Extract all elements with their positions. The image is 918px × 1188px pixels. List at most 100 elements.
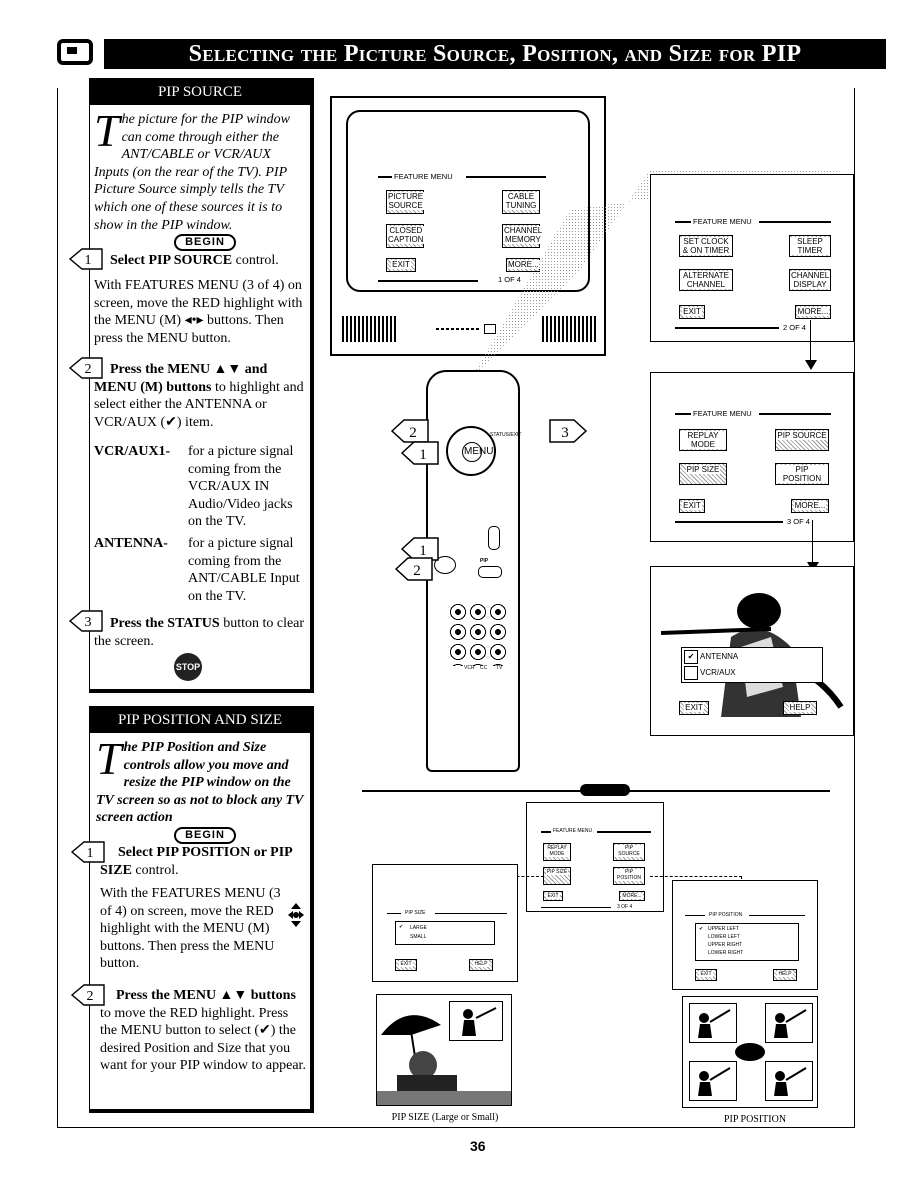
menu1-closed-caption[interactable]: CLOSED CAPTION xyxy=(386,224,425,248)
position-exit[interactable]: EXIT xyxy=(695,969,717,981)
menu3s-exit[interactable]: EXIT xyxy=(543,891,563,901)
checkbox-icon[interactable] xyxy=(684,666,698,680)
menu-label: PIP POSITION xyxy=(614,869,644,881)
menu1-channel-memory[interactable]: CHANNEL MEMORY xyxy=(502,224,543,248)
menu3s-replay[interactable]: REPLAY MODE xyxy=(543,843,571,861)
step-2-body: to highlight and select either the ANTEN… xyxy=(94,379,304,430)
menu-label: EXIT xyxy=(682,307,702,316)
pip-position-options: ✔ UPPER LEFT LOWER LEFT UPPER RIGHT LOWE… xyxy=(695,923,799,961)
menu-rule xyxy=(675,413,691,415)
menu-rule xyxy=(675,327,779,329)
tv-icon xyxy=(57,39,93,65)
pip-position-intro: T he PIP Position and Size controls allo… xyxy=(96,736,306,827)
menu3-pip-size[interactable]: PIP SIZE xyxy=(679,463,727,485)
batter-icon xyxy=(774,1067,807,1096)
menu1-cable-tuning[interactable]: CABLE TUNING xyxy=(502,190,540,214)
pip-window-upper-right xyxy=(765,1003,813,1043)
intro-text: he picture for the PIP window can come t… xyxy=(94,112,290,233)
menu-label: PICTURE SOURCE xyxy=(387,192,425,210)
beam-decoration xyxy=(470,170,850,380)
menu3s-pip-size[interactable]: PIP SIZE xyxy=(543,867,571,885)
menu3-pip-source[interactable]: PIP SOURCE xyxy=(775,429,829,451)
menu2-exit[interactable]: EXIT xyxy=(679,305,705,319)
menu-label: MORE... xyxy=(507,260,540,269)
step-number: 3 xyxy=(85,615,92,630)
menu3s-pip-position[interactable]: PIP POSITION xyxy=(613,867,645,885)
vcr-term: VCR/AUX1- xyxy=(94,444,171,459)
size-help[interactable]: HELP xyxy=(469,959,493,971)
menu3s-pip-source[interactable]: PIP SOURCE xyxy=(613,843,645,861)
menu-label: EXIT xyxy=(684,703,704,712)
menu-label: EXIT xyxy=(699,971,713,977)
step-2-text: Press the MENU ▲▼ and MENU (M) buttons t… xyxy=(94,361,308,431)
menu3-pip-position[interactable]: PIP POSITION xyxy=(775,463,829,485)
remote-round-button[interactable] xyxy=(434,556,456,574)
step-2-text: Press the MENU ▲▼ buttons to move the RE… xyxy=(100,987,306,1075)
remote-keypad[interactable] xyxy=(448,602,508,666)
menu-label: REPLAY MODE xyxy=(680,431,726,449)
menu-rule xyxy=(387,913,401,914)
menu3s-more[interactable]: MORE... xyxy=(619,891,645,901)
source-exit[interactable]: EXIT xyxy=(679,701,709,715)
position-help[interactable]: HELP xyxy=(773,969,797,981)
remote-cc-label: CC xyxy=(480,665,488,671)
check-icon: ✔ xyxy=(399,924,404,930)
menu3-more[interactable]: MORE... xyxy=(791,499,829,513)
menu-label: CHANNEL MEMORY xyxy=(503,226,543,244)
remote-control: MENU STATUS/EXIT PIP VCR CC TV xyxy=(426,370,521,772)
step-number: 1 xyxy=(87,846,94,861)
menu-rule xyxy=(435,913,507,914)
size-option-small[interactable]: SMALL xyxy=(410,934,427,940)
page-title: Selecting the Picture Source, Position, … xyxy=(104,39,886,69)
step-3-arrow-icon: 3 xyxy=(68,610,103,632)
size-exit[interactable]: EXIT xyxy=(395,959,417,971)
pip-size-title: PIP SIZE xyxy=(405,910,426,916)
source-option-vcr[interactable]: VCR/AUX xyxy=(700,668,736,677)
position-upper-right[interactable]: UPPER RIGHT xyxy=(708,942,743,948)
vcr-definition: for a picture signal coming from the VCR… xyxy=(188,444,294,530)
menu1-exit[interactable]: EXIT xyxy=(386,258,416,272)
menu2-panel: FEATURE MENU SET CLOCK & ON TIMER SLEEP … xyxy=(650,174,854,342)
remote-volume-rocker[interactable] xyxy=(488,526,500,550)
dropcap: T xyxy=(94,105,120,156)
menu-rule xyxy=(675,221,691,223)
menu1-more[interactable]: MORE... xyxy=(506,258,540,272)
menu2-title: FEATURE MENU xyxy=(693,217,752,226)
remote-dpad[interactable] xyxy=(446,426,496,476)
position-lower-left[interactable]: LOWER LEFT xyxy=(708,934,740,940)
remote-swap-button[interactable] xyxy=(478,566,502,578)
menu1-picture-source[interactable]: PICTURE SOURCE xyxy=(386,190,425,214)
stop-icon: STOP xyxy=(174,653,202,681)
speaker-grille-right xyxy=(542,316,598,342)
menu-rule xyxy=(597,831,651,833)
position-upper-left[interactable]: UPPER LEFT xyxy=(708,926,739,932)
menu2-set-clock[interactable]: SET CLOCK & ON TIMER xyxy=(679,235,733,257)
callout-number: 2 xyxy=(413,563,421,579)
speaker-grille-left xyxy=(342,316,398,342)
source-options-box: ✔ ANTENNA VCR/AUX xyxy=(681,647,823,683)
menu2-alternate-channel[interactable]: ALTERNATE CHANNEL xyxy=(679,269,733,291)
page-frame-right xyxy=(854,88,855,1128)
menu-label: HELP xyxy=(777,971,793,977)
menu-label: HELP xyxy=(473,961,489,967)
menu-label: PIP SOURCE xyxy=(614,845,644,857)
source-help[interactable]: HELP xyxy=(783,701,817,715)
source-option-antenna[interactable]: ANTENNA xyxy=(700,652,739,661)
step-number: 2 xyxy=(87,989,94,1004)
menu-rule xyxy=(466,176,546,178)
begin-badge: BEGIN xyxy=(174,827,236,844)
position-lower-right[interactable]: LOWER RIGHT xyxy=(708,950,744,956)
step-3-tail: button to clear the screen. xyxy=(94,616,305,649)
size-option-large[interactable]: LARGE xyxy=(410,925,427,931)
step-1-body: With FEATURES MENU (3 of 4) on screen, m… xyxy=(94,278,303,346)
menu3-replay-mode[interactable]: REPLAY MODE xyxy=(679,429,727,451)
menu-rule xyxy=(685,915,705,916)
menu3-exit[interactable]: EXIT xyxy=(679,499,705,513)
check-icon[interactable]: ✔ xyxy=(684,650,698,664)
menu2-channel-display[interactable]: CHANNEL DISPLAY xyxy=(789,269,831,291)
antenna-term: ANTENNA- xyxy=(94,536,168,551)
menu2-sleep-timer[interactable]: SLEEP TIMER xyxy=(789,235,831,257)
menu2-more[interactable]: MORE... xyxy=(795,305,831,319)
menu-rule xyxy=(759,413,831,415)
callout-number: 1 xyxy=(419,543,427,559)
